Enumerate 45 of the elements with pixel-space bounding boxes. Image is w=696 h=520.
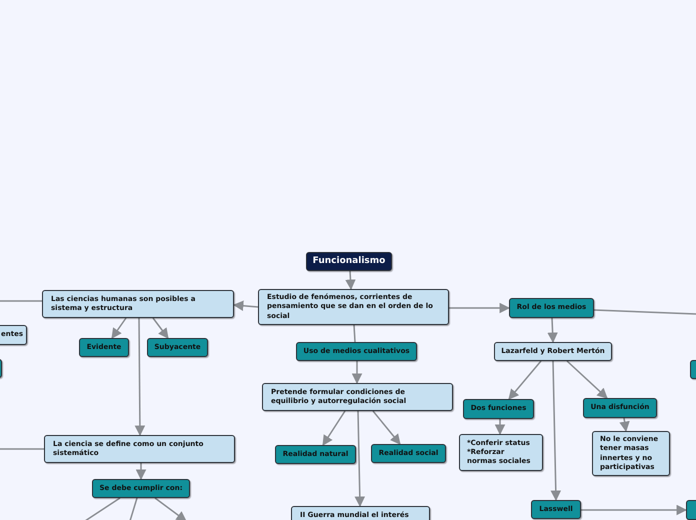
arrow bbox=[354, 410, 366, 508]
arrow bbox=[550, 360, 562, 502]
connector-line bbox=[129, 498, 138, 520]
subtopic-box bbox=[79, 338, 129, 357]
connector-line bbox=[0, 300, 42, 302]
topic-box bbox=[0, 325, 27, 345]
subtopic-box bbox=[371, 444, 446, 463]
arrow bbox=[154, 497, 187, 520]
subtopic-box bbox=[296, 342, 417, 361]
arrow bbox=[152, 318, 169, 339]
arrow bbox=[111, 318, 127, 339]
arrow bbox=[581, 504, 688, 516]
arrow bbox=[232, 300, 258, 312]
subtopic-box bbox=[147, 338, 208, 357]
arrow bbox=[352, 361, 362, 384]
connector-line bbox=[0, 448, 44, 450]
topic-box bbox=[262, 383, 453, 411]
topic-box bbox=[258, 289, 449, 325]
subtopic-box bbox=[275, 445, 356, 464]
topic-box bbox=[44, 435, 235, 463]
arrow bbox=[547, 318, 558, 344]
connector-line bbox=[353, 324, 356, 342]
arrow bbox=[134, 318, 146, 436]
arrow bbox=[345, 270, 356, 290]
node-label: Funcionalismo bbox=[312, 256, 386, 268]
arrow bbox=[372, 410, 401, 445]
arrow bbox=[322, 410, 346, 446]
subtopic-box bbox=[463, 399, 534, 419]
topic-box bbox=[42, 290, 234, 318]
topic-box bbox=[494, 342, 612, 361]
arrow bbox=[136, 463, 146, 480]
connector-line bbox=[84, 497, 120, 520]
subtopic-box bbox=[509, 298, 594, 318]
title-box bbox=[306, 252, 392, 271]
connector-line bbox=[594, 309, 696, 315]
subtopic-box bbox=[531, 500, 581, 519]
subtopic-box bbox=[583, 398, 657, 418]
arrow bbox=[566, 360, 608, 399]
arrow bbox=[494, 419, 506, 436]
arrow bbox=[508, 360, 542, 400]
subtopic-box bbox=[92, 479, 190, 498]
topic-box bbox=[459, 434, 543, 471]
arrow bbox=[619, 418, 630, 432]
topic-box bbox=[592, 431, 670, 476]
arrow bbox=[449, 302, 510, 314]
